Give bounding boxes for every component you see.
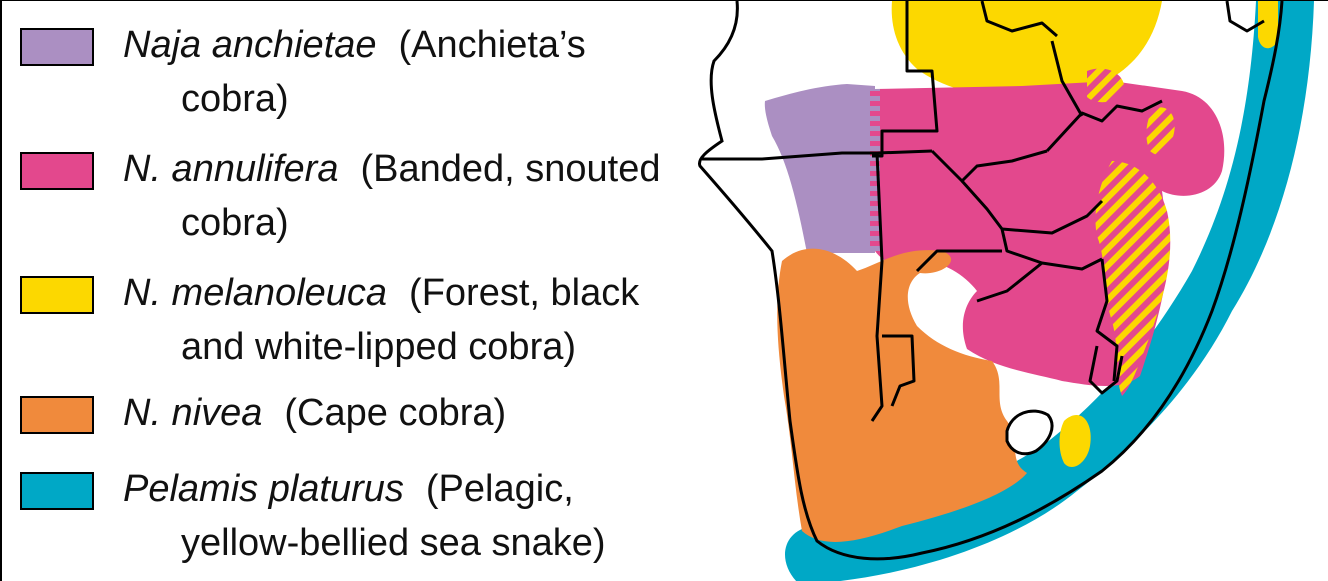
political-borders	[702, 1, 1265, 422]
swatch-anchietae	[20, 28, 94, 66]
common-name: (Banded, snouted	[360, 148, 661, 190]
swatch-melanoleuca	[20, 276, 94, 314]
common-name: (Anchieta’s	[398, 24, 586, 66]
range-platurus	[785, 1, 1314, 581]
range-melanoleuca-south	[1059, 415, 1091, 467]
lesotho-border	[1005, 409, 1054, 456]
swatch-nivea	[20, 396, 94, 434]
legend-label-line2: cobra)	[181, 202, 289, 244]
latin-name: N. nivea	[123, 392, 263, 434]
distribution-map	[697, 1, 1314, 581]
range-anchietae	[764, 84, 875, 253]
range-melanoleuca-northeast	[1258, 1, 1278, 49]
range-overlap-northeast	[1146, 107, 1175, 155]
range-boundary-dashed	[870, 89, 880, 251]
legend: Naja anchietae (Anchieta’s cobra) N. annu…	[2, 1, 692, 581]
common-name: (Cape cobra)	[284, 392, 507, 434]
legend-label-line1: Pelamis platurus (Pelagic,	[123, 467, 574, 511]
range-overlap-east	[1095, 161, 1171, 396]
latin-name: N. melanoleuca	[123, 272, 388, 314]
swatch-annulifera	[20, 152, 94, 190]
legend-label-line1: N. melanoleuca (Forest, black	[123, 271, 639, 315]
swatch-platurus	[20, 472, 94, 510]
legend-label-line1: N. annulifera (Banded, snouted	[123, 147, 660, 191]
legend-label-line1: Naja anchietae (Anchieta’s	[123, 23, 586, 67]
legend-label-line2: and white-lipped cobra)	[181, 326, 577, 368]
common-name: (Pelagic,	[425, 468, 574, 510]
coastline	[697, 1, 1284, 561]
range-overlap-north	[1087, 68, 1125, 103]
legend-label-line2: yellow-bellied sea snake)	[181, 522, 606, 564]
legend-label-line2: cobra)	[181, 78, 289, 120]
latin-name: Naja anchietae	[123, 24, 377, 66]
latin-name: N. annulifera	[123, 148, 339, 190]
common-name: (Forest, black	[409, 272, 640, 314]
latin-name: Pelamis platurus	[123, 468, 404, 510]
range-nivea	[777, 248, 1027, 542]
legend-label-line1: N. nivea (Cape cobra)	[123, 391, 506, 435]
